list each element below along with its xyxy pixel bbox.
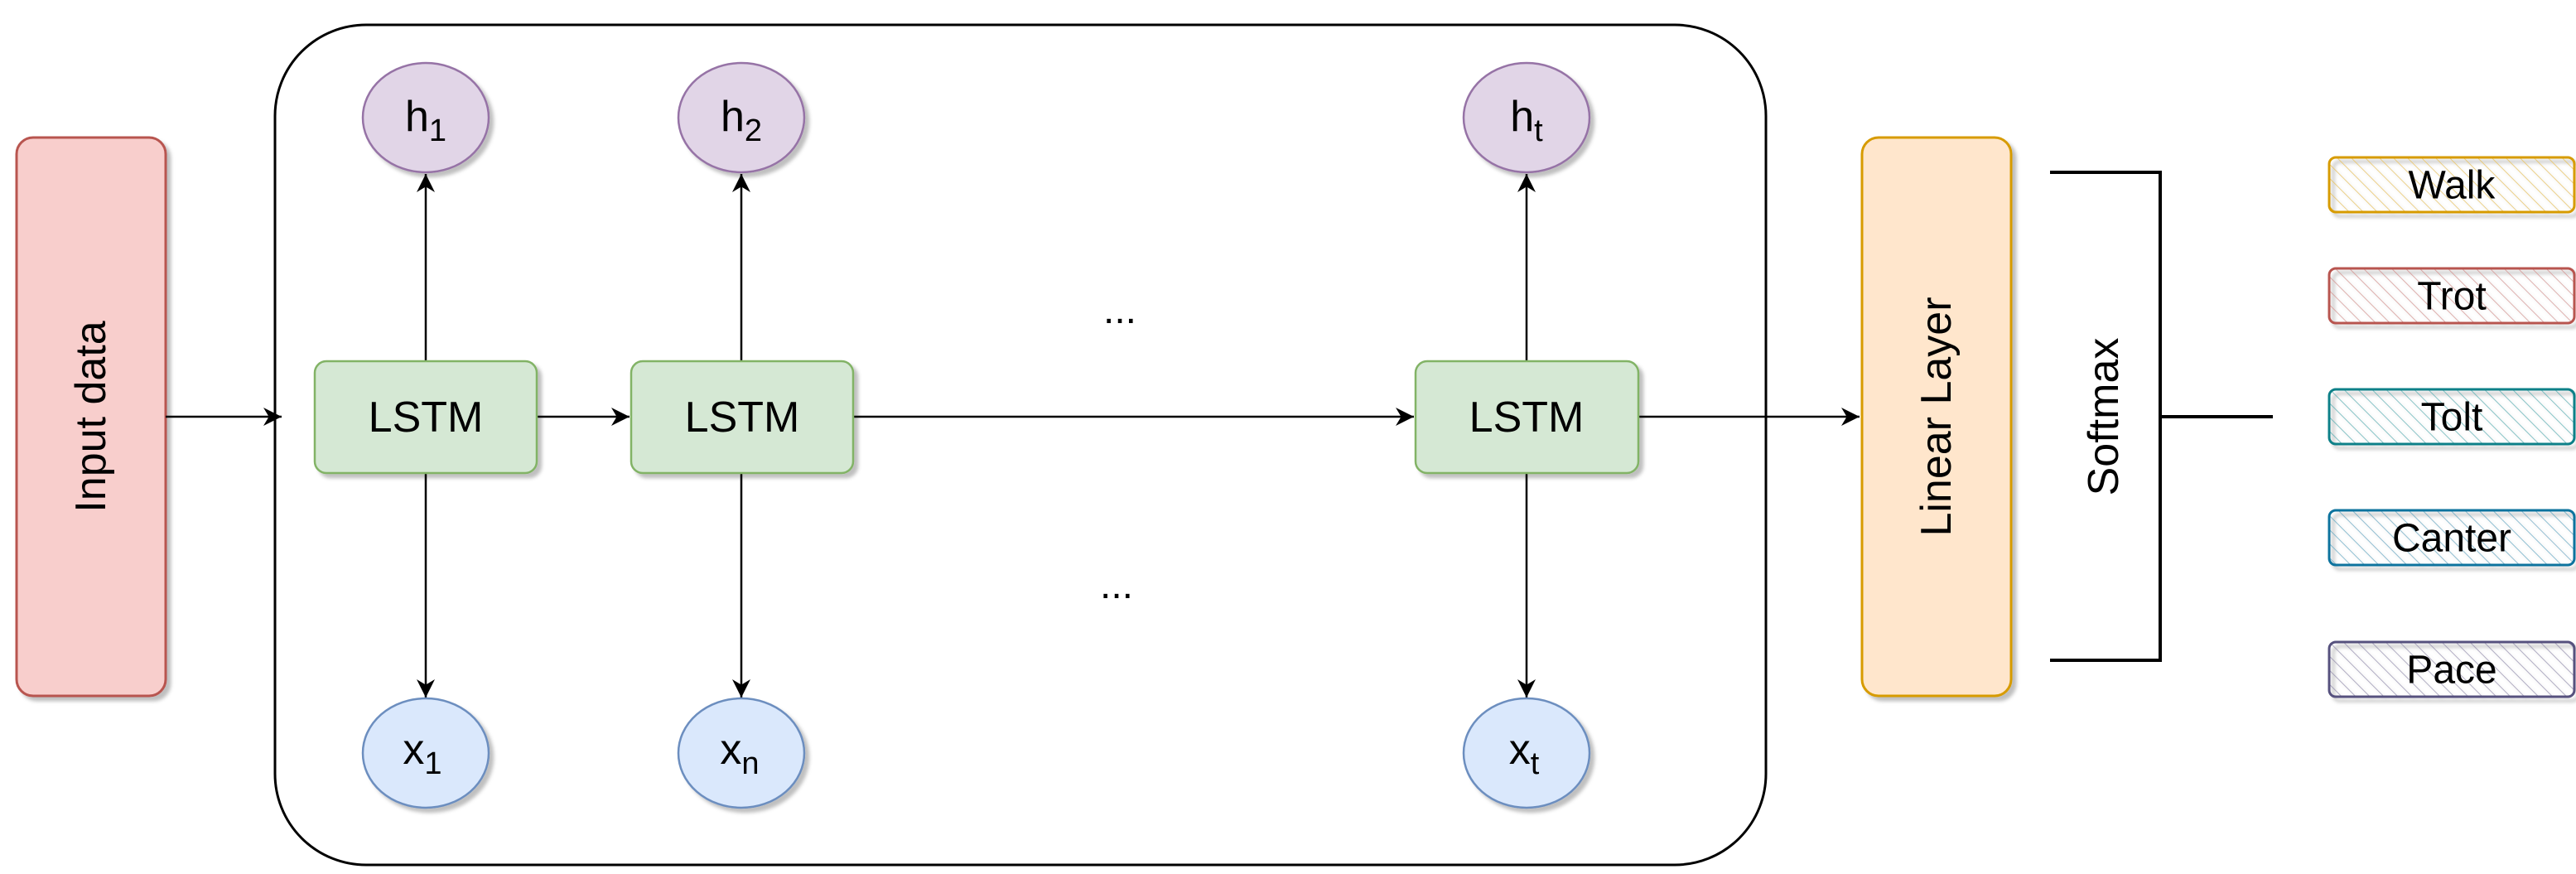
connections bbox=[166, 174, 1860, 698]
lstm-cell-2-label: LSTM bbox=[685, 394, 800, 442]
lstm-cell-t-label: LSTM bbox=[1469, 394, 1585, 442]
ellipsis-top: ... bbox=[1103, 288, 1136, 332]
softmax-label: Softmax bbox=[2080, 338, 2128, 496]
hidden-node-2: h2 bbox=[677, 61, 806, 174]
svg-text:xt: xt bbox=[1509, 726, 1540, 781]
hidden-node-2-sub: 2 bbox=[745, 113, 762, 148]
input-node-1-sub: 1 bbox=[424, 746, 441, 781]
linear-layer-block: Linear Layer bbox=[1860, 136, 2013, 698]
output-class-walk-label: Walk bbox=[2409, 164, 2496, 208]
svg-text:h1: h1 bbox=[405, 93, 446, 148]
input-data-block: Input data bbox=[15, 136, 167, 698]
input-node-n: xn bbox=[677, 697, 806, 809]
lstm-cell-2: LSTM bbox=[630, 360, 855, 475]
hidden-node-t-label: h bbox=[1510, 93, 1534, 141]
hidden-node-1-sub: 1 bbox=[429, 113, 446, 148]
linear-layer-label: Linear Layer bbox=[1913, 297, 1961, 536]
output-class-canter-label: Canter bbox=[2392, 517, 2511, 561]
hidden-node-1: h1 bbox=[361, 61, 490, 174]
output-class-canter: Canter bbox=[2328, 509, 2576, 567]
softmax-bracket bbox=[2050, 171, 2273, 662]
lstm-cell-t: LSTM bbox=[1414, 360, 1640, 475]
input-node-1-label: x bbox=[403, 726, 424, 774]
input-node-n-label: x bbox=[720, 726, 741, 774]
output-class-tolt-label: Tolt bbox=[2421, 396, 2483, 440]
input-node-1: x1 bbox=[361, 697, 490, 809]
input-node-t-label: x bbox=[1509, 726, 1531, 774]
output-class-trot: Trot bbox=[2328, 267, 2576, 325]
svg-text:ht: ht bbox=[1510, 93, 1543, 148]
hidden-node-t: ht bbox=[1462, 61, 1591, 174]
svg-text:x1: x1 bbox=[403, 726, 441, 781]
input-data-label: Input data bbox=[67, 321, 115, 512]
hidden-node-1-label: h bbox=[405, 93, 429, 141]
input-node-n-sub: n bbox=[741, 746, 759, 781]
svg-text:h2: h2 bbox=[721, 93, 762, 148]
hidden-node-t-sub: t bbox=[1534, 113, 1543, 148]
lstm-cell-1: LSTM bbox=[313, 360, 538, 475]
input-node-t-sub: t bbox=[1531, 746, 1540, 781]
hidden-node-2-label: h bbox=[721, 93, 745, 141]
lstm-cell-1-label: LSTM bbox=[369, 394, 484, 442]
output-class-trot-label: Trot bbox=[2417, 275, 2487, 319]
output-class-tolt: Tolt bbox=[2328, 388, 2576, 446]
output-class-pace-label: Pace bbox=[2406, 649, 2496, 693]
output-class-walk: Walk bbox=[2328, 156, 2576, 214]
ellipsis-bottom: ... bbox=[1100, 563, 1133, 607]
svg-text:xn: xn bbox=[720, 726, 759, 781]
input-node-t: xt bbox=[1462, 697, 1591, 809]
output-class-pace: Pace bbox=[2328, 640, 2576, 698]
lstm-container bbox=[273, 23, 1768, 867]
